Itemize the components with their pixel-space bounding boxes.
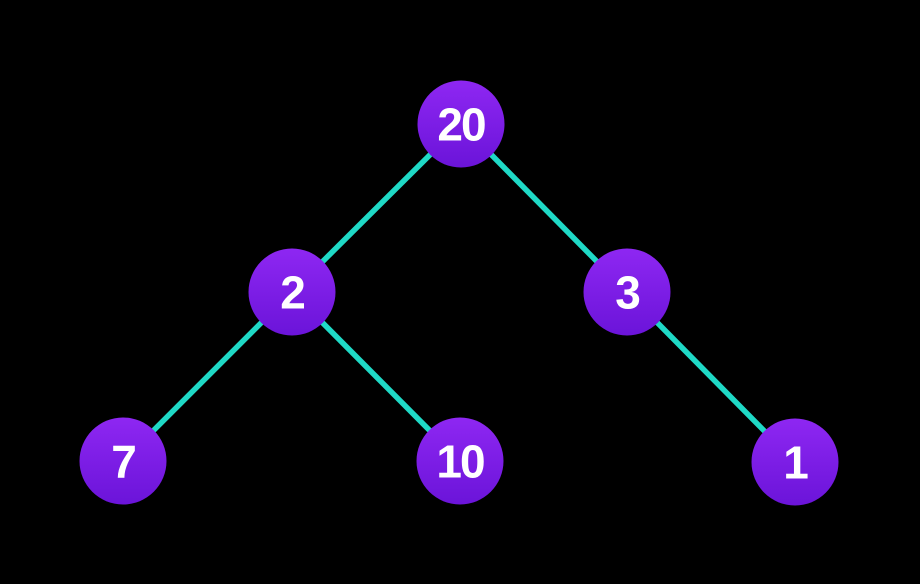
tree-node-label: 3	[615, 266, 641, 318]
tree-node-10: 10	[416, 417, 504, 505]
tree-node-label: 1	[783, 436, 809, 488]
tree-node-7: 7	[79, 417, 167, 505]
tree-node-3: 3	[583, 248, 671, 336]
tree-node-label: 2	[280, 266, 306, 318]
tree-node-label: 7	[111, 435, 137, 487]
tree-node-20: 20	[417, 80, 505, 168]
tree-node-label: 20	[437, 98, 486, 150]
tree-node-2: 2	[248, 248, 336, 336]
tree-node-1: 1	[751, 418, 839, 506]
tree-node-label: 10	[436, 435, 485, 487]
